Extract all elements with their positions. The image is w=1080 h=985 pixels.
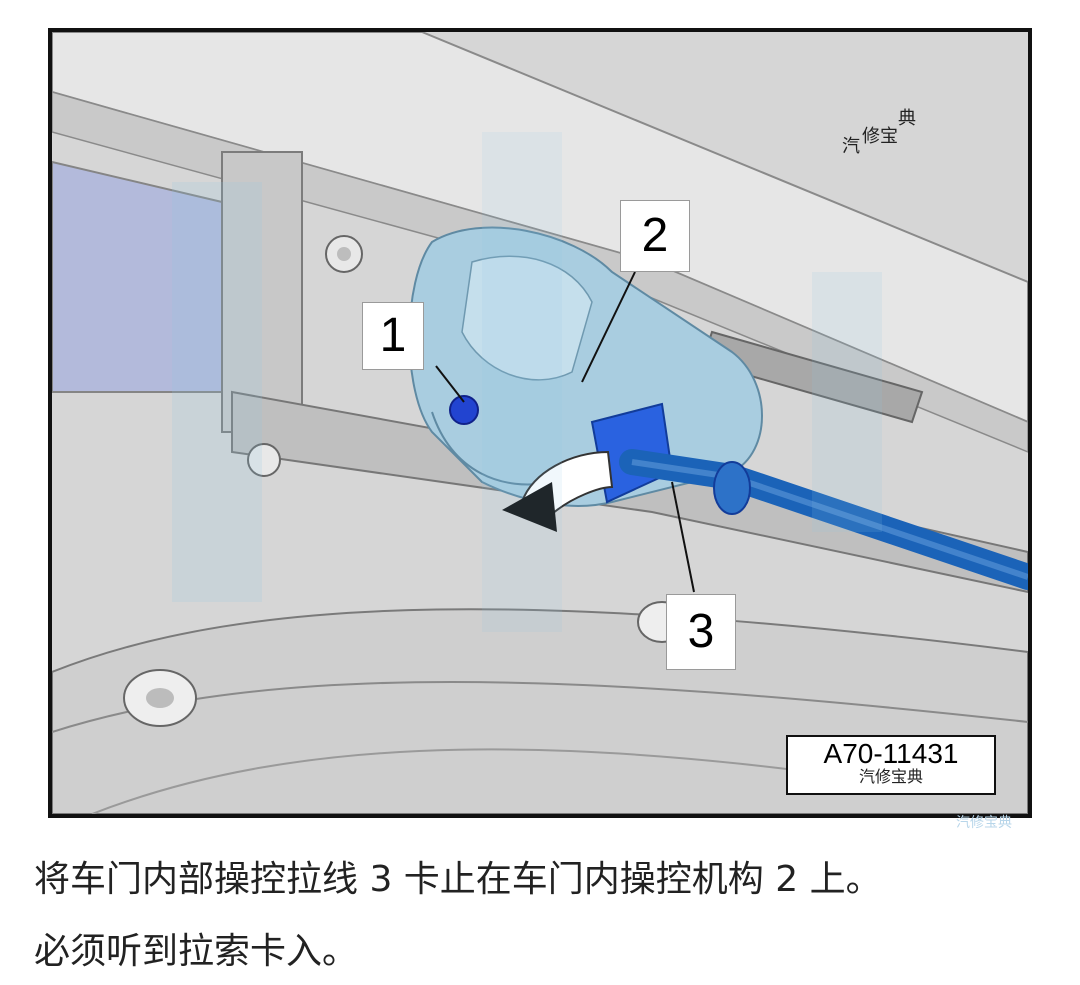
callout-label-1: 1 [362, 302, 424, 370]
leader-line-1 [435, 365, 465, 403]
figure-reference-box: A70-11431 汽修宝典 [786, 735, 996, 795]
screw-bolt [247, 443, 281, 477]
cable-sleeve [713, 461, 751, 515]
figure-reference-code: A70-11431 [823, 738, 959, 769]
leader-line-3 [671, 481, 695, 593]
brand-watermark-top-mid: 修宝 [862, 126, 898, 147]
figure-reference-brand: 汽修宝典 [858, 769, 923, 786]
door-mechanism-drawing [52, 32, 1028, 814]
watermark-shape [812, 272, 882, 532]
corner-watermark: 汽修宝典 [956, 815, 1012, 831]
watermark-shape [482, 132, 562, 632]
instruction-text-line-1: 将车门内部操控拉线 3 卡止在车门内操控机构 2 上。 [34, 859, 882, 900]
blue-retaining-pin [449, 395, 479, 425]
left-rib [221, 151, 303, 433]
insertion-arrow-icon [502, 482, 557, 532]
mechanism-dome [461, 255, 593, 381]
leader-line-2 [581, 271, 636, 383]
watermark-shape [172, 182, 262, 602]
instruction-text-line-2: 必须听到拉索卡入。 [34, 931, 359, 972]
mounting-pin-hole [146, 688, 174, 708]
brand-watermark-top-right: 典 [898, 108, 916, 129]
illustration-figure: 1 2 3 汽 修宝 典 A70-11431 汽修宝典 [48, 28, 1032, 818]
door-upper-trim [52, 32, 1028, 424]
callout-label-2: 2 [620, 200, 690, 272]
callout-label-3: 3 [666, 594, 736, 670]
screw-bolt-center [337, 247, 351, 261]
brand-watermark-top-left: 汽 [842, 136, 860, 157]
